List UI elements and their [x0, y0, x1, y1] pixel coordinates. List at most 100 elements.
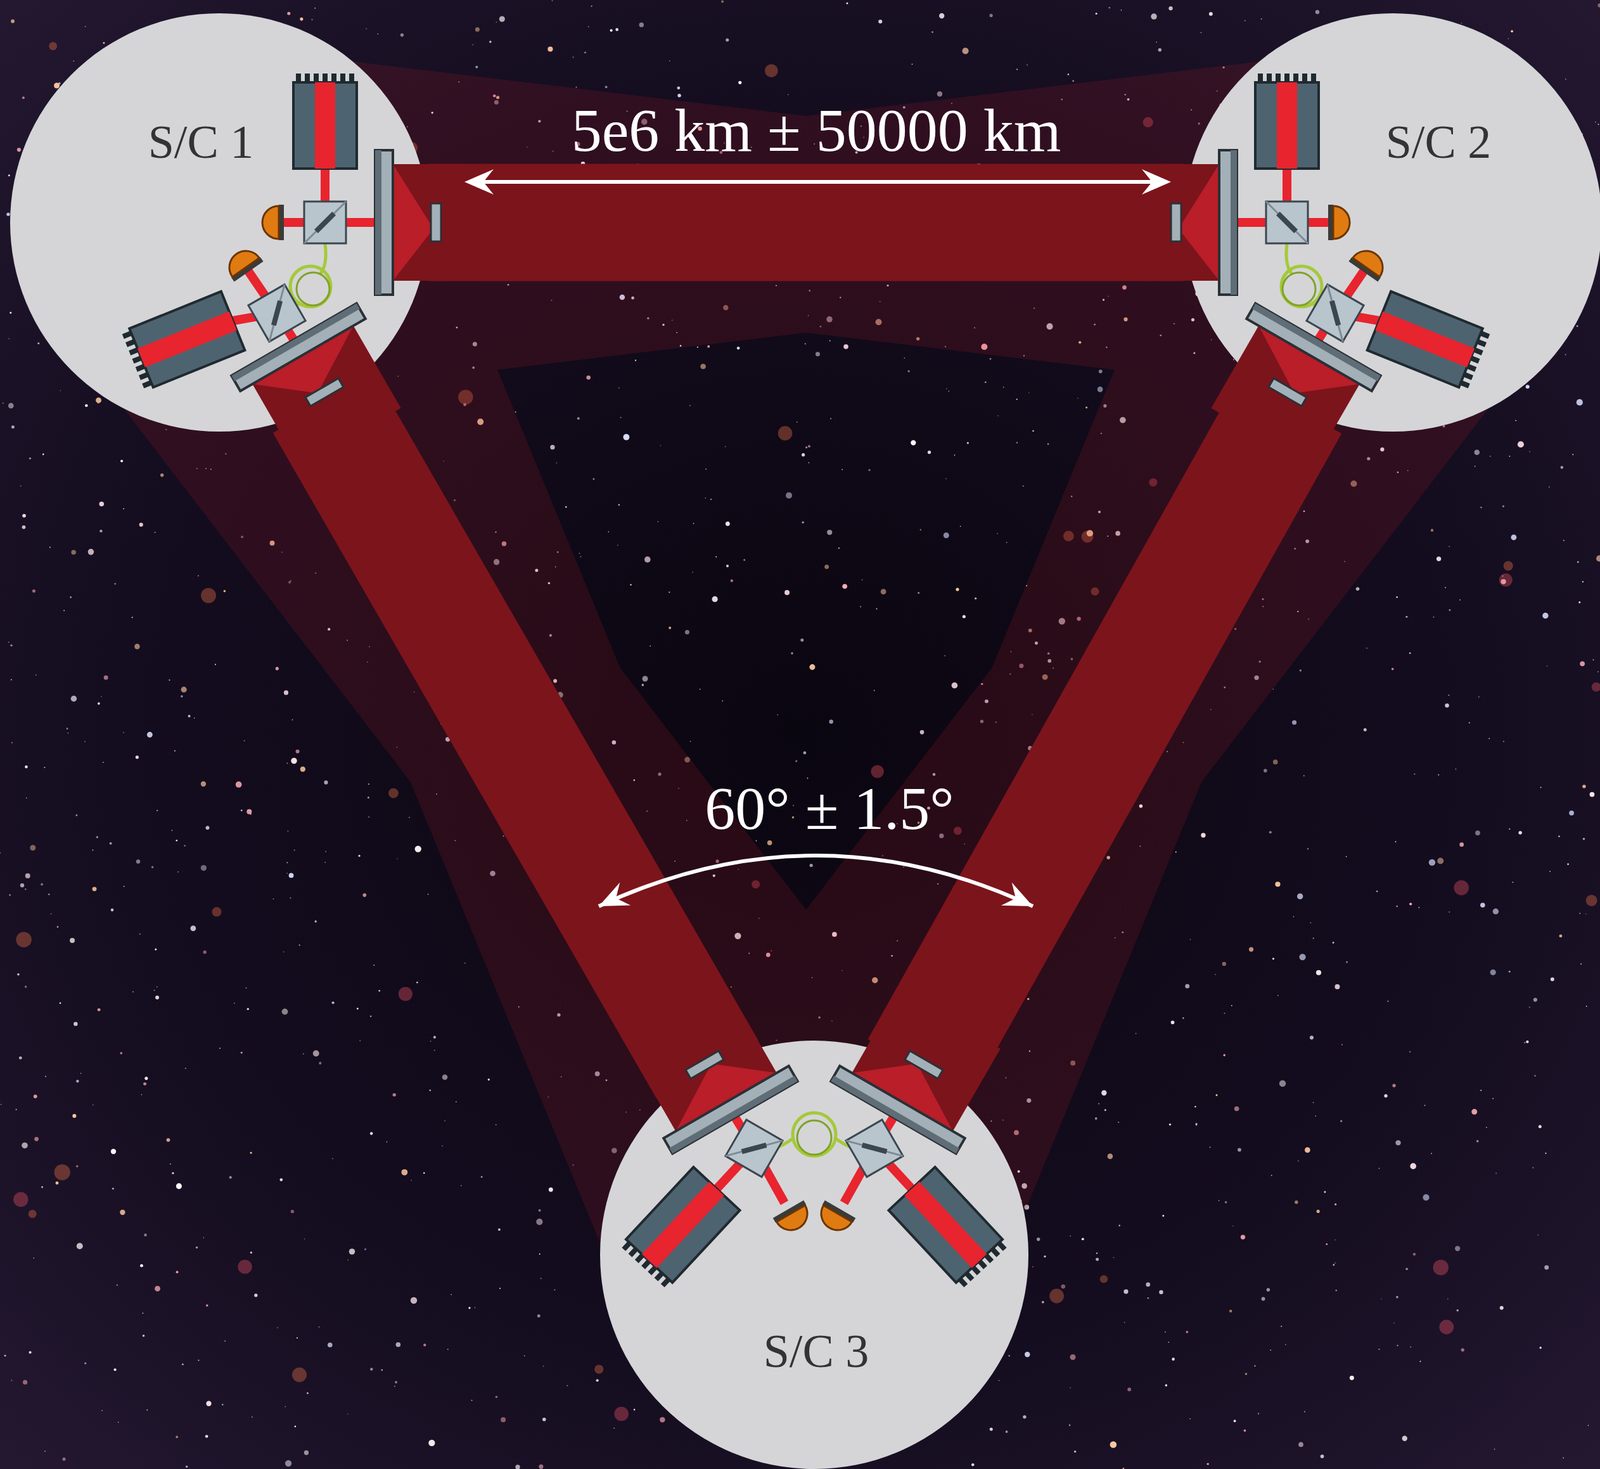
angle-arrow	[598, 855, 1033, 907]
star	[1223, 1012, 1225, 1014]
star	[1455, 768, 1457, 770]
star	[75, 814, 78, 817]
star	[1525, 1040, 1529, 1044]
star	[596, 1378, 599, 1382]
star	[593, 477, 596, 480]
star	[539, 1277, 542, 1279]
star	[176, 1183, 182, 1189]
star	[1257, 1413, 1260, 1415]
star	[468, 1306, 471, 1309]
star	[174, 750, 176, 752]
star	[8, 337, 10, 340]
star	[634, 359, 637, 362]
star	[168, 679, 170, 681]
star	[327, 1342, 333, 1348]
star	[1593, 659, 1595, 661]
star	[1261, 1297, 1266, 1301]
star	[1269, 1349, 1272, 1351]
star	[1200, 832, 1206, 838]
star	[32, 1257, 35, 1259]
star-glow	[28, 1209, 37, 1218]
star	[378, 989, 381, 992]
star	[668, 591, 670, 593]
star	[11, 742, 13, 744]
star	[859, 605, 862, 608]
star	[287, 12, 291, 16]
star	[738, 81, 742, 85]
star	[2, 402, 4, 404]
star	[785, 492, 793, 499]
star	[644, 556, 651, 563]
star	[370, 1131, 374, 1135]
star-glow	[778, 425, 793, 441]
star	[1515, 420, 1517, 422]
star	[8, 894, 11, 896]
star	[49, 546, 51, 549]
star	[394, 1380, 398, 1384]
star	[690, 740, 692, 743]
star	[1456, 1309, 1459, 1312]
star	[1589, 792, 1595, 798]
star	[1502, 505, 1505, 507]
star	[140, 1264, 144, 1268]
star	[290, 1209, 295, 1213]
beam-cone-part	[84, 167, 780, 1119]
star	[1436, 556, 1441, 561]
star	[721, 0, 724, 4]
star	[1273, 759, 1279, 765]
star	[119, 1051, 123, 1055]
star	[829, 340, 831, 342]
star	[44, 1450, 46, 1452]
spacecraft-label: S/C 2	[1385, 115, 1492, 170]
star	[1314, 1115, 1317, 1117]
star	[524, 1354, 526, 1357]
star	[314, 920, 317, 922]
star	[1280, 1325, 1282, 1327]
star	[1334, 1203, 1337, 1206]
star	[1297, 1160, 1300, 1162]
star	[15, 1108, 18, 1111]
star	[1120, 9, 1123, 11]
star	[135, 755, 139, 759]
star	[495, 1124, 497, 1126]
telescope-part	[375, 150, 382, 295]
star	[1074, 1450, 1076, 1453]
star	[1492, 908, 1499, 915]
star	[946, 387, 948, 390]
star	[649, 645, 651, 647]
star	[394, 1385, 396, 1388]
star	[1006, 541, 1008, 544]
star	[641, 683, 645, 687]
star	[1206, 1462, 1209, 1465]
star	[1394, 840, 1396, 843]
optical-bench-part	[741, 1142, 768, 1154]
star	[156, 809, 158, 812]
star	[123, 885, 125, 888]
star	[183, 844, 186, 847]
star	[1461, 22, 1463, 25]
star	[76, 1242, 84, 1249]
star-glow	[764, 64, 779, 78]
star	[1499, 1305, 1504, 1310]
star	[1266, 1288, 1270, 1292]
star	[828, 719, 833, 724]
star	[1376, 890, 1379, 893]
star	[961, 47, 969, 54]
star	[367, 796, 370, 799]
star	[1459, 599, 1461, 601]
star	[1097, 386, 1104, 393]
star	[1558, 835, 1560, 837]
telescope-part	[430, 203, 442, 242]
star-glow	[1432, 1259, 1449, 1276]
star	[1471, 1108, 1478, 1115]
star	[176, 1270, 179, 1274]
star	[1162, 1214, 1165, 1217]
star	[428, 1439, 435, 1447]
star	[24, 765, 28, 769]
star	[32, 589, 36, 593]
star	[447, 1348, 449, 1350]
star	[945, 478, 947, 480]
laser-beam	[918, 404, 1291, 1068]
